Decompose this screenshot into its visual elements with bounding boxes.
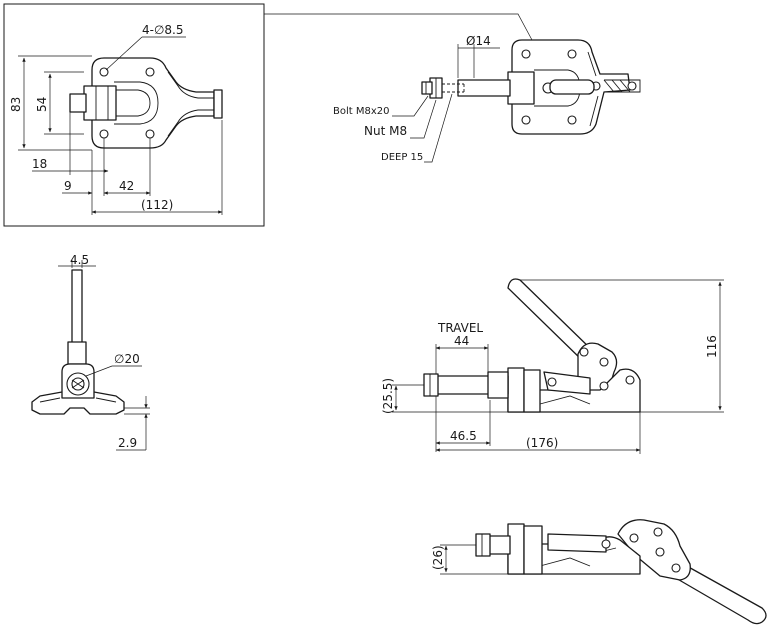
end-handle-joint bbox=[67, 341, 87, 365]
detail-hole bbox=[521, 49, 531, 59]
side-view-extended: TRAVEL 44 116 (25.5) 46.5 (176) bbox=[381, 278, 724, 454]
end-base-inner bbox=[39, 397, 117, 403]
top-view: 4-∅8.5 83 54 18 9 42 (112) bbox=[3, 3, 265, 227]
dim-42-label: 42 bbox=[119, 179, 134, 193]
ret-pin bbox=[655, 547, 665, 557]
travel-value-label: 44 bbox=[454, 334, 469, 348]
spindle-diameter-label: ∅20 bbox=[114, 352, 140, 366]
detail-hole bbox=[521, 115, 531, 125]
detail-hole bbox=[567, 115, 577, 125]
detail-hatch bbox=[611, 79, 623, 93]
dim-54-label: 54 bbox=[35, 97, 49, 112]
side-pin bbox=[599, 381, 609, 391]
mounting-hole bbox=[99, 129, 109, 139]
hole-spec-leader bbox=[105, 36, 143, 71]
plunger-nose bbox=[69, 93, 87, 113]
height-116-label: 116 bbox=[705, 335, 719, 358]
deep-leader bbox=[424, 93, 453, 163]
deep-label: DEEP 15 bbox=[381, 152, 423, 163]
detail-hole bbox=[567, 49, 577, 59]
side-pin bbox=[547, 377, 557, 387]
mount-tab bbox=[213, 89, 223, 119]
detail-connector bbox=[264, 13, 533, 41]
hole-spec-label: 4-∅8.5 bbox=[142, 23, 184, 37]
detail-view: Ø14 Bolt M8x20 Nut M8 DEEP 15 bbox=[333, 34, 641, 163]
base-plate-outline bbox=[91, 57, 215, 149]
ret-toggle-link bbox=[547, 533, 607, 553]
end-view: 4.5 ∅20 2.9 bbox=[31, 253, 150, 451]
plunger-block bbox=[83, 85, 117, 121]
side-nut bbox=[423, 373, 439, 397]
ret-spindle-height-label: (26) bbox=[431, 545, 445, 570]
side-guide-2 bbox=[523, 369, 541, 413]
ret-nut bbox=[475, 533, 491, 557]
detail-link bbox=[549, 79, 595, 95]
length-176-label: (176) bbox=[526, 436, 558, 450]
u-cradle bbox=[114, 81, 159, 125]
detail-plunger-block bbox=[507, 71, 535, 105]
base-height-label: 2.9 bbox=[118, 436, 137, 450]
ret-pin bbox=[653, 527, 663, 537]
side-pin bbox=[599, 357, 609, 367]
ret-pin bbox=[671, 563, 681, 573]
side-view-retracted: (26) bbox=[431, 519, 767, 625]
side-guide bbox=[507, 367, 525, 413]
side-spindle-collar bbox=[487, 371, 509, 399]
detail-rod bbox=[457, 79, 511, 97]
dim-18-label: 18 bbox=[32, 157, 47, 171]
thickness-label: 4.5 bbox=[70, 253, 89, 267]
u-cradle-inner bbox=[114, 89, 151, 117]
side-handle bbox=[507, 278, 595, 363]
travel-label: TRAVEL bbox=[437, 321, 483, 335]
ret-pin bbox=[601, 539, 611, 549]
dim-83-label: 83 bbox=[9, 97, 23, 112]
side-pin bbox=[579, 347, 589, 357]
base-arm-inner bbox=[167, 71, 214, 137]
detail-bolt bbox=[421, 81, 433, 95]
dim-9-label: 9 bbox=[64, 179, 72, 193]
mounting-hole bbox=[145, 129, 155, 139]
side-toggle-link bbox=[543, 371, 591, 395]
ret-spindle bbox=[487, 535, 511, 555]
detail-hatch bbox=[619, 79, 631, 93]
rod-diameter-label: Ø14 bbox=[466, 34, 491, 48]
detail-pin bbox=[627, 81, 637, 91]
ret-guide-2 bbox=[523, 525, 543, 575]
ret-pin bbox=[629, 533, 639, 543]
bolt-leader bbox=[392, 95, 429, 117]
spindle-height-label: (25.5) bbox=[381, 378, 395, 414]
side-pin bbox=[625, 375, 635, 385]
detail-hatch bbox=[603, 79, 615, 93]
end-spindle-hex bbox=[71, 379, 85, 389]
nut-label: Nut M8 bbox=[364, 124, 407, 138]
bolt-label: Bolt M8x20 bbox=[333, 106, 390, 117]
dist-46-5-label: 46.5 bbox=[450, 429, 477, 443]
nut-leader bbox=[410, 99, 437, 139]
dim-112-label: (112) bbox=[141, 198, 173, 212]
mounting-hole bbox=[145, 67, 155, 77]
spindle-leader bbox=[85, 365, 142, 377]
top-view-frame bbox=[3, 3, 265, 227]
